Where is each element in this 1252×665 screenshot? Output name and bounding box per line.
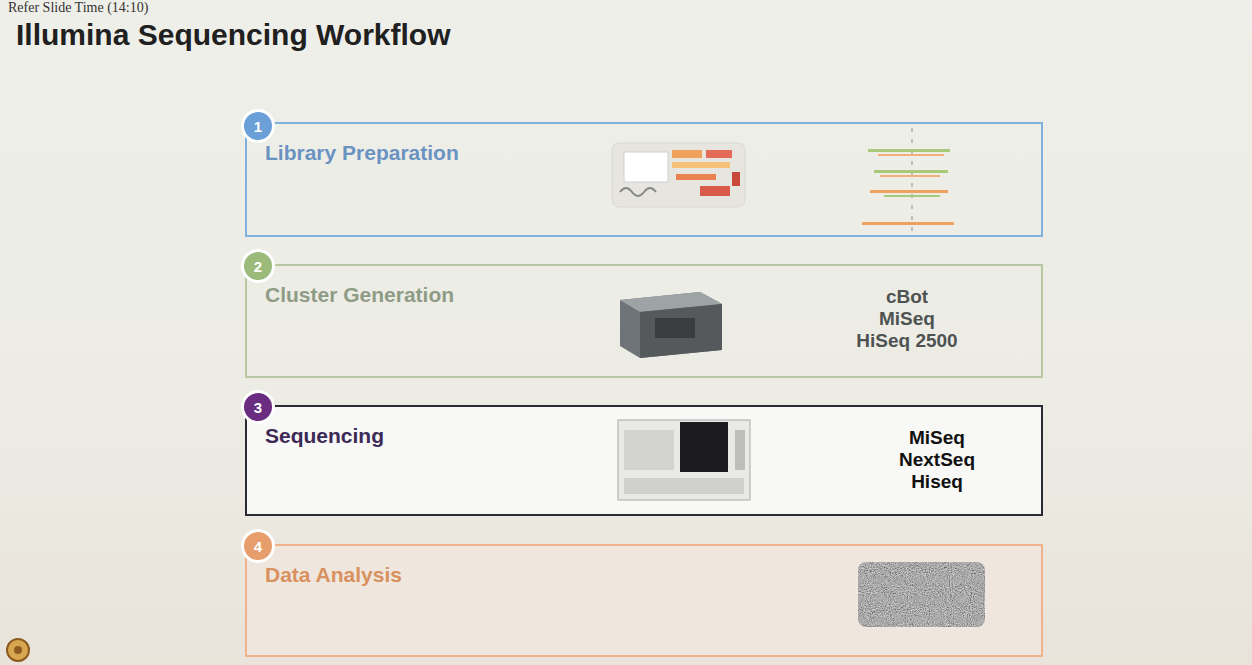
instrument-name: Hiseq [867, 471, 1007, 493]
step-title: Sequencing [265, 424, 384, 448]
instrument-name: MiSeq [837, 308, 977, 330]
step-title: Data Analysis [265, 563, 402, 587]
instrument-name: HiSeq 2500 [837, 330, 977, 352]
step-number-circle: 2 [241, 249, 275, 283]
sequencer-instrument [618, 420, 750, 500]
step-number-circle: 1 [241, 109, 275, 143]
slide-time-note: Refer Slide Time (14:10) [8, 0, 148, 16]
slide-title: Illumina Sequencing Workflow [16, 18, 451, 52]
step-title: Library Preparation [265, 141, 459, 165]
step-box: Data Analysis [245, 544, 1043, 657]
step-box: Library Preparation [245, 122, 1043, 237]
instrument-name: NextSeq [867, 449, 1007, 471]
step-number: 2 [254, 258, 262, 275]
step-number: 1 [254, 118, 262, 135]
instrument-name: MiSeq [867, 427, 1007, 449]
fragment-bars [862, 128, 954, 232]
step-box: Cluster Generation cBotMiSeqHiSeq 2500 [245, 264, 1043, 378]
library-prep-picture [612, 143, 745, 207]
instrument-list: MiSeqNextSeqHiseq [867, 427, 1007, 493]
instrument-list: cBotMiSeqHiSeq 2500 [837, 286, 977, 352]
step-title: Cluster Generation [265, 283, 454, 307]
sequencing-ground [245, 405, 1043, 516]
step-box: Sequencing MiSeqNextSeqHiseq [245, 405, 1043, 516]
step-number: 4 [254, 538, 262, 555]
cluster-instrument [620, 292, 722, 358]
step-number-circle: 4 [241, 529, 275, 563]
step-number: 3 [254, 399, 262, 416]
step-number-circle: 3 [241, 390, 275, 424]
instrument-name: cBot [837, 286, 977, 308]
analysis-ground [245, 544, 1043, 657]
institute-logo [7, 639, 29, 661]
data-image [858, 562, 985, 627]
